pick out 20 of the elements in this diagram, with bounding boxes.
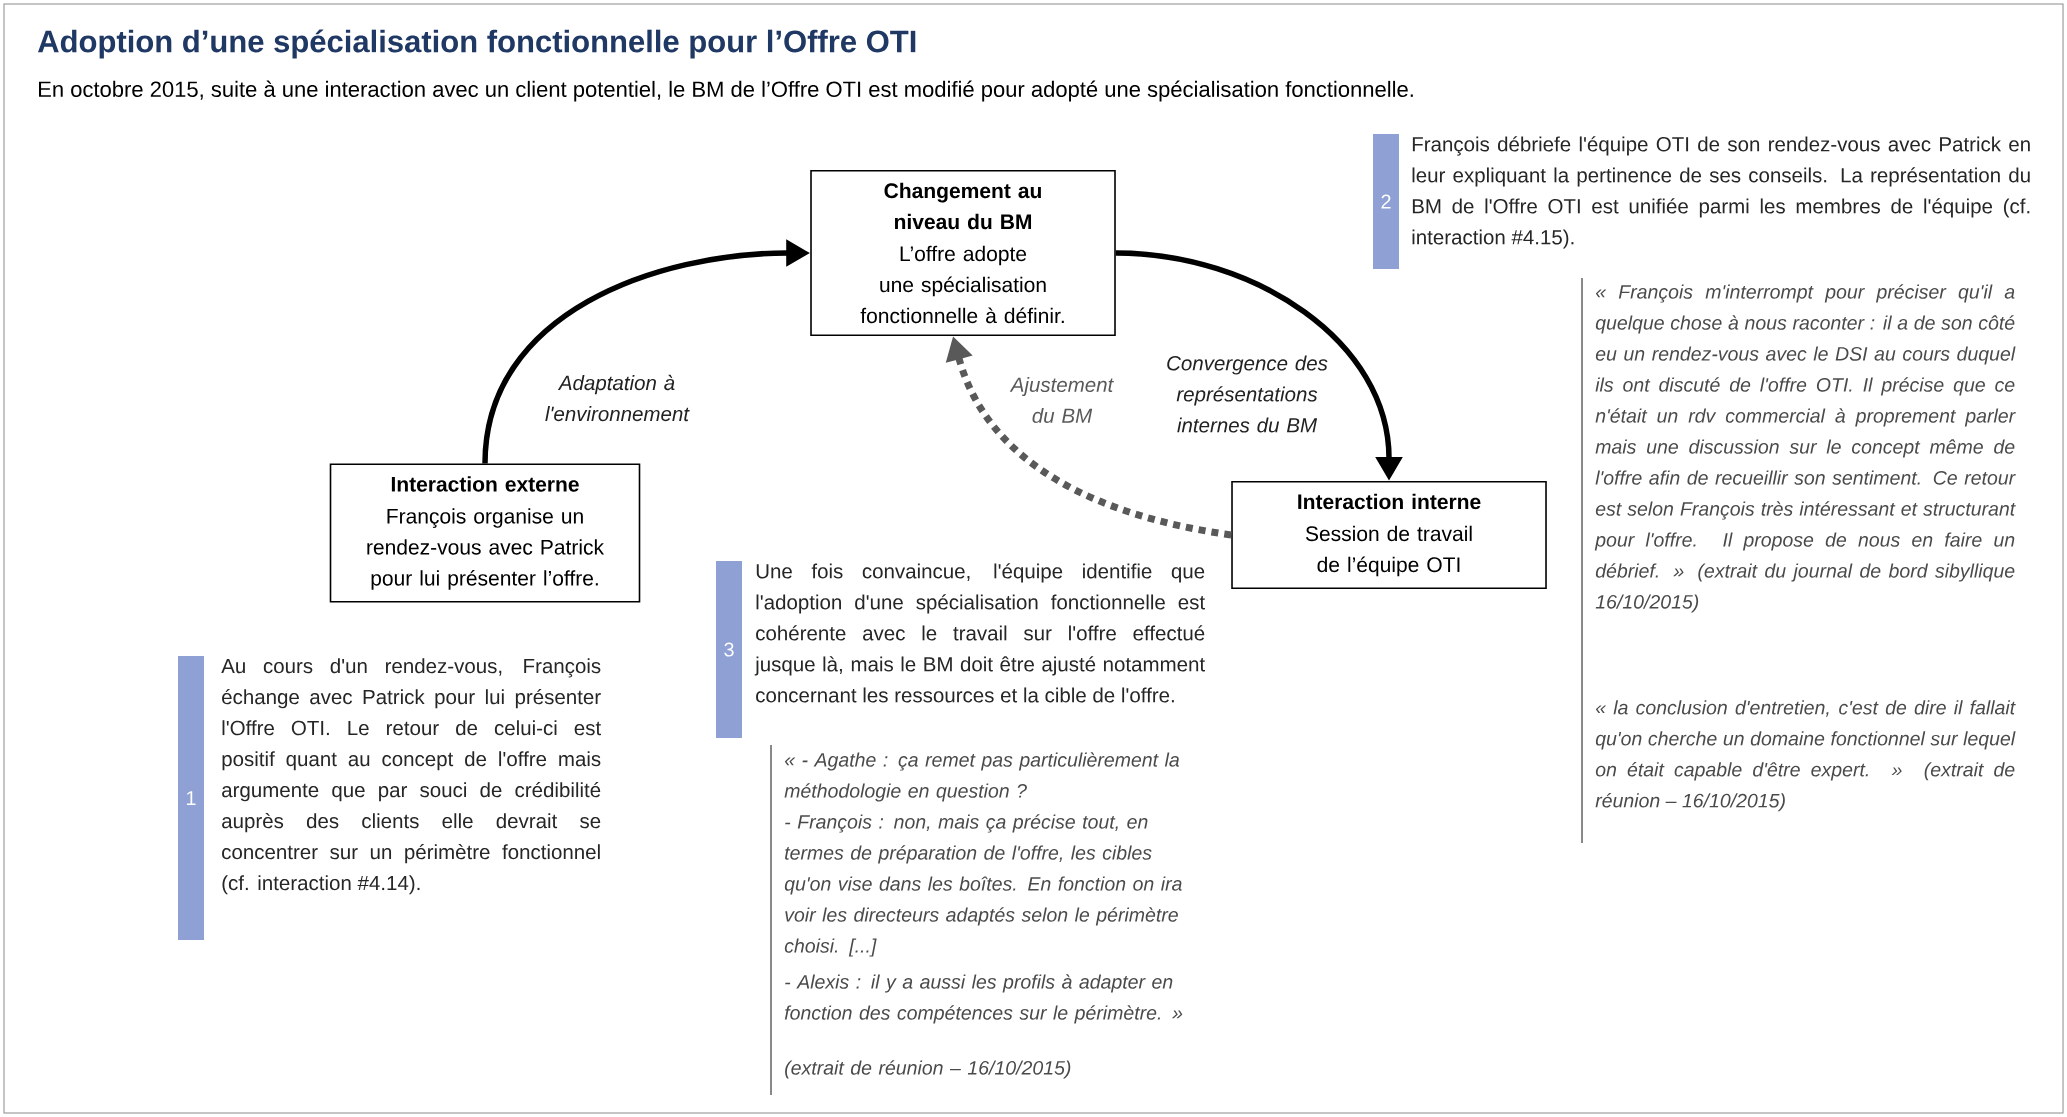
quote-text: - Alexis : il y a aussi les profils à adapter en fonction des compétences sur le périmètre. » [784,974,1183,1024]
quote-text: « François m'interrompt pour préciser qu'il a quelque chose à nous raconter : il a de son côté eu un rendez-vous avec le DSI au cours duquel ils ont discuté de l'offre OTI. Il précise que ce n'était un rdv commercial à proprement parler mais une discussion sur le concept même de l'offre afin de recueillir son sentiment. Ce retour est selon François très intéressant et structurant pour l'offre. Il propose de nous en faire un débrief. » (extrait du journal de bord sibyllique 16/10/2015) [1594,284,2016,613]
edge-label: Convergence des représentations internes du BM [1167,355,1328,433]
process-box: Interaction interne Session de travail de l’équipe OTI [1231,480,1547,590]
note-text: Au cours d'un rendez-vous, François échange avec Patrick pour lui présenter l'Offre OTI. Le retour de celui-ci est positif quant au concept de l'offre mais argumente que par souci de crédibilité auprès des clients elle devrait se concentrer sur un périmètre fonctionnel (cf. interaction #4.14). [221,658,601,895]
note-number: 3 [724,642,734,657]
subtitle: En octobre 2015, suite à une interaction avec un client potentiel, le BM de l’Offre OTI est modifié pour adopté une spécialisation fonctionnelle. [39,80,1413,102]
quote-text: (extrait de réunion – 16/10/2015) [785,1060,1071,1079]
edge-label: Adaptation à l'environnement [545,374,690,422]
note-number: 2 [1381,194,1391,209]
process-box: Changement au niveau du BM L’offre adopte une spécialisation fonctionnelle à définir. [810,170,1116,337]
title: Adoption d’une spécialisation fonctionnelle pour l’Offre OTI [37,29,916,59]
process-box: Interaction externe François organise un rendez-vous avec Patrick pour lui présenter l’offre. [329,463,641,603]
edge-label: Ajustement du BM [1009,377,1114,424]
quote-text: « - Agathe : ça remet pas particulièrement la méthodologie en question ? [784,752,1180,802]
quote-text: - François : non, mais ça précise tout, en termes de préparation de l'offre, les cibles qu'on vise dans les boîtes. En fonction on ira voir les directeurs adaptés selon le périmètre choisi. [...] [784,814,1182,957]
note-text: François débriefe l'équipe OTI de son rendez-vous avec Patrick en leur expliquant la pertinence de ses conseils. La représentation du BM de l'Offre OTI est unifiée parmi les membres de l'équipe (cf. interaction #4.15). [1412,136,2030,249]
quote-text: « la conclusion d'entretien, c'est de dire il fallait qu'on cherche un domaine fonctionnel sur lequel on était capable d'être expert. » (extrait de réunion – 16/10/2015) [1595,700,2016,812]
note-number: 1 [186,791,196,805]
note-text: Une fois convaincue, l'équipe identifie que l'adoption d'une spécialisation fonctionnelle est cohérente avec le travail sur l'offre effectué jusque là, mais le BM doit être ajusté notamment concernant les ressources et la cible de l'offre. [754,563,1205,703]
